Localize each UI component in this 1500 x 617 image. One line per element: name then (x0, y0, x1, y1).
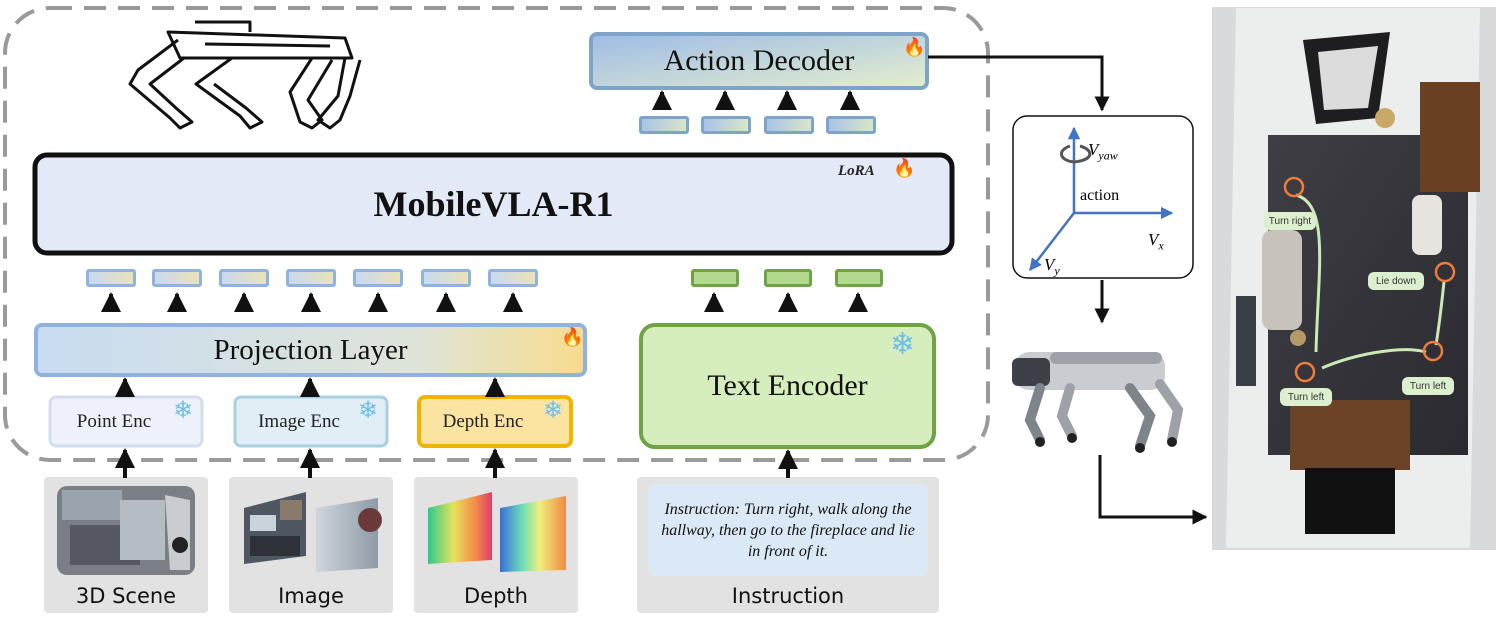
action-decoder-label: Action Decoder (663, 44, 855, 77)
action-decoder-fire-icon: 🔥 (903, 37, 926, 57)
mobilevla-backbone-box (32, 152, 955, 256)
projection-layer-box (34, 323, 587, 377)
instruction-input-label: Instruction (731, 584, 845, 608)
text-token (691, 269, 739, 287)
depth-encoder-label: Depth Enc (442, 410, 524, 432)
text-encoder-box (639, 323, 936, 449)
text-token (764, 269, 812, 287)
arrow-decoder-to-action-space (928, 55, 1110, 112)
action-axis-label: action (1080, 187, 1120, 204)
text-encoder-label: Text Encoder (707, 369, 868, 402)
depth-enc-snowflake-icon: ❄ (543, 398, 564, 424)
robot-dog-photo-icon (1012, 352, 1184, 453)
waypoint-marker (1283, 176, 1305, 198)
robot-dog-outline-icon (128, 20, 362, 130)
depth-thumbnails (428, 492, 566, 572)
vision-token (219, 269, 269, 287)
point-enc-snowflake-icon: ❄ (173, 398, 194, 424)
vision-token (86, 269, 136, 287)
point-encoder-label: Point Enc (76, 410, 152, 432)
action-token (764, 116, 814, 134)
text-encoder-snowflake-icon: ❄ (890, 328, 916, 361)
map-trajectory (1295, 193, 1446, 370)
map-label-lie-down: Lie down (1368, 272, 1424, 290)
text-token (835, 269, 883, 287)
action-space-box (1012, 115, 1194, 279)
projection-layer-label: Projection Layer (213, 333, 408, 366)
waypoint-marker (1434, 261, 1456, 283)
map-waypoints (1283, 176, 1456, 383)
vision-token (152, 269, 202, 287)
map-label-turn-right: Turn right (1264, 212, 1316, 230)
text-token-row (704, 292, 868, 312)
arrow-robot-to-map (1098, 455, 1208, 525)
vision-token-row (101, 292, 523, 312)
action-token (701, 116, 751, 134)
image-encoder-label: Image Enc (258, 410, 340, 432)
y-axis-label: Vy (1044, 255, 1060, 278)
model-title: MobileVLA-R1 (373, 184, 614, 224)
scene-input-label: 3D Scene (75, 584, 177, 608)
waypoint-marker (1422, 340, 1444, 362)
action-decoder-box (589, 32, 929, 90)
scene-map-image (1212, 7, 1496, 550)
vision-token (353, 269, 403, 287)
image-thumbnails (244, 492, 382, 572)
image-enc-snowflake-icon: ❄ (358, 398, 379, 424)
map-label-turn-left-2: Turn left (1402, 377, 1454, 395)
image-input-label: Image (278, 584, 344, 608)
vision-token (421, 269, 471, 287)
map-label-turn-left-1: Turn left (1280, 388, 1332, 406)
projection-fire-icon: 🔥 (561, 327, 584, 347)
action-token-row (652, 90, 860, 110)
action-token (639, 116, 689, 134)
x-axis-label: Vx (1148, 230, 1164, 253)
depth-input-label: Depth (464, 584, 528, 608)
waypoint-marker (1294, 361, 1316, 383)
vision-token (286, 269, 336, 287)
lora-fire-icon: 🔥 (893, 158, 916, 178)
action-token (826, 116, 876, 134)
vision-token (488, 269, 538, 287)
scene-thumbnail (57, 486, 195, 575)
lora-label: LoRA (838, 163, 875, 179)
instruction-text-box (648, 484, 928, 576)
instruction-text: Instruction: Turn right, walk along the … (661, 500, 915, 560)
action-axes (1029, 126, 1174, 271)
yaw-axis-label: Vyaw (1088, 140, 1118, 163)
yaw-rotation-icon (1060, 144, 1092, 164)
